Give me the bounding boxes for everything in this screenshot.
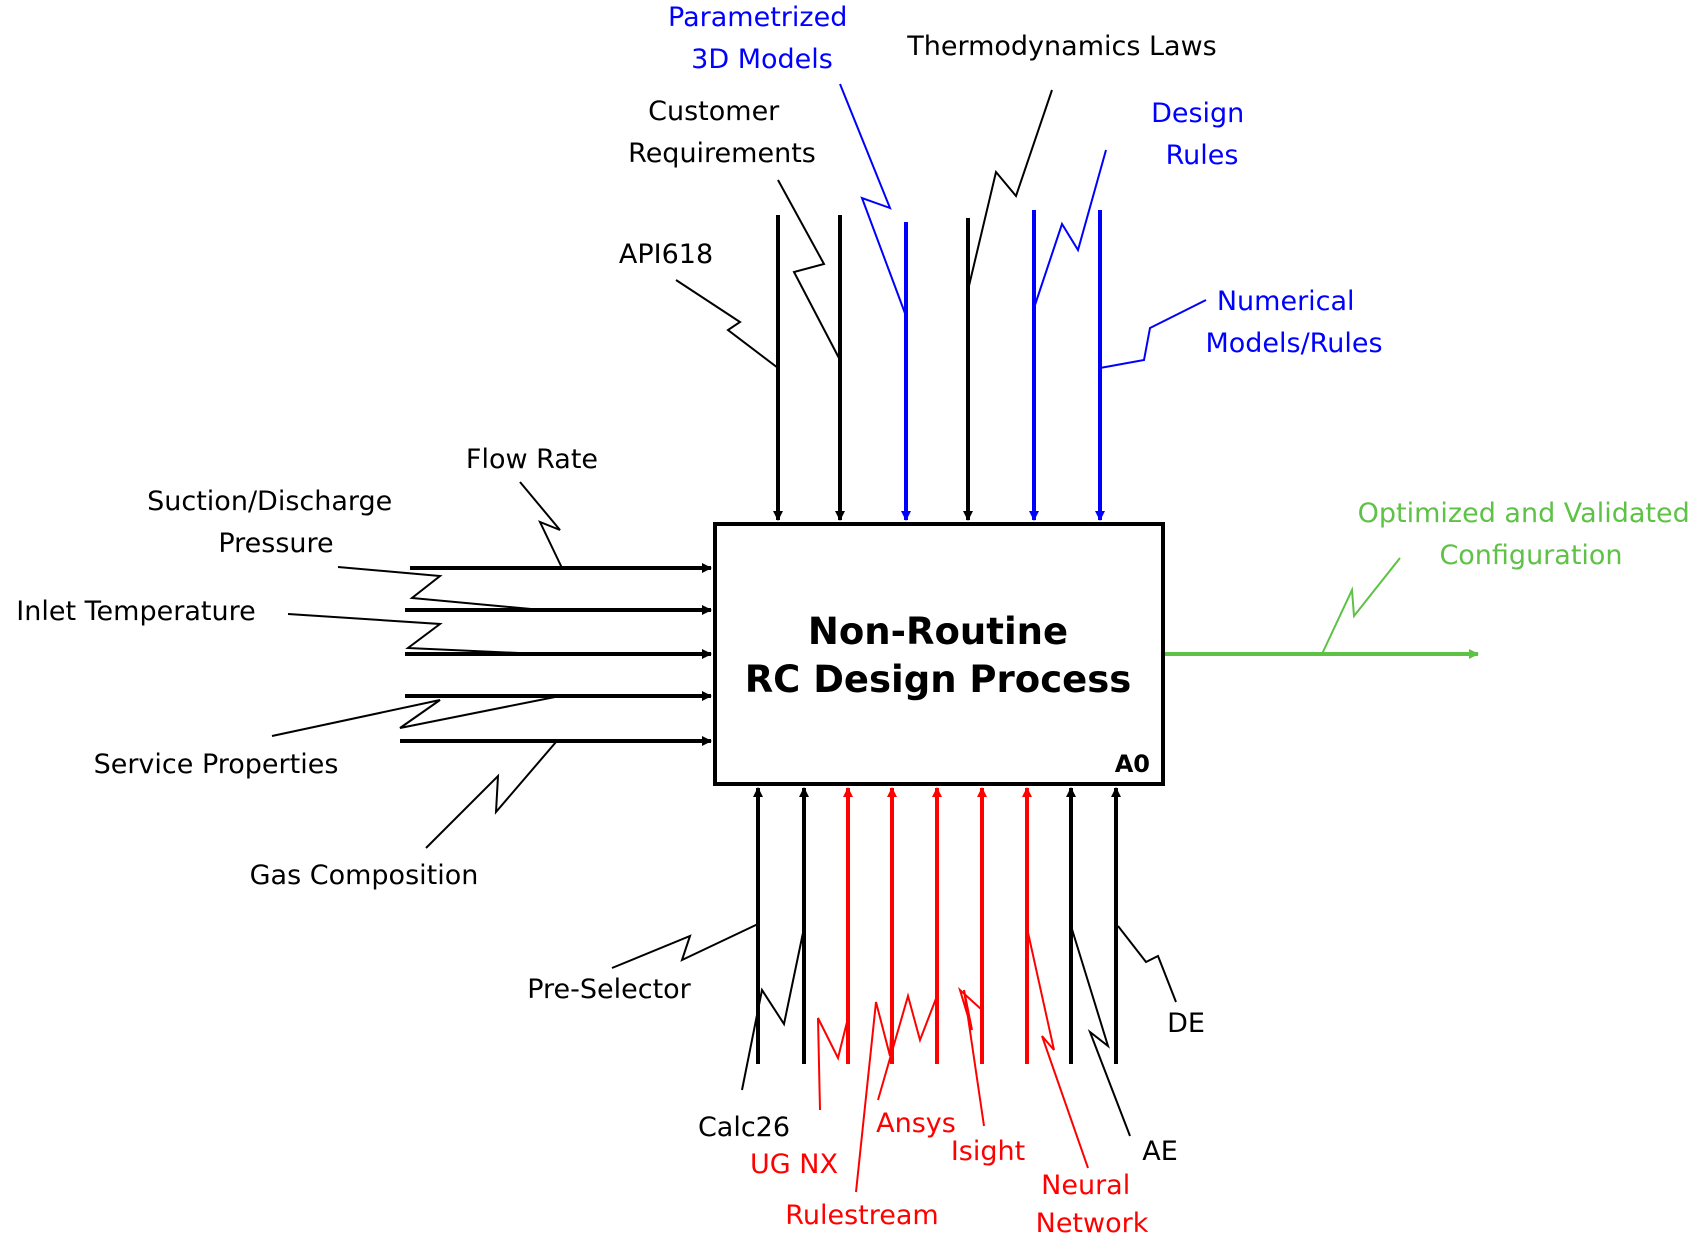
label-numerical-line2: Models/Rules	[1205, 328, 1382, 359]
label-service-properties: Service Properties	[94, 749, 339, 780]
squiggle-calc26	[741, 927, 805, 1091]
control-squiggles	[675, 83, 1207, 369]
label-parametrized-line1: Parametrized	[668, 2, 847, 33]
process-title-line2: RC Design Process	[745, 658, 1132, 701]
label-calc26: Calc26	[698, 1112, 790, 1143]
label-gas-composition: Gas Composition	[250, 860, 479, 891]
label-suction-line2: Pressure	[218, 528, 333, 559]
label-optimized-line2: Configuration	[1439, 540, 1622, 571]
label-design-line2: Rules	[1166, 140, 1239, 171]
mechanism-arrows	[753, 787, 1121, 1064]
label-customer-line1: Customer	[648, 96, 780, 127]
squiggle-parametrized-3d-models	[839, 83, 907, 317]
label-api618: API618	[619, 239, 713, 270]
squiggle-neural-network	[1026, 927, 1089, 1169]
squiggle-customer-requirements	[777, 179, 841, 361]
squiggle-design-rules	[1033, 149, 1107, 309]
label-ansys: Ansys	[876, 1108, 956, 1139]
label-design-line1: Design	[1151, 98, 1244, 129]
label-rulestream: Rulestream	[785, 1200, 938, 1231]
label-ae: AE	[1142, 1136, 1178, 1167]
squiggle-numerical-models-rules	[1099, 299, 1207, 369]
label-optimized-validated-configuration: Optimized and Validated Configuration	[1358, 498, 1699, 571]
process-box	[713, 522, 1165, 786]
control-arrows	[773, 210, 1105, 521]
label-pre-selector: Pre-Selector	[527, 974, 691, 1005]
squiggle-inlet-temperature	[287, 613, 541, 655]
squiggle-ug-nx	[817, 1017, 849, 1111]
mechanism-squiggles	[611, 923, 1177, 1193]
squiggle-pre-selector	[611, 923, 759, 969]
label-thermodynamics-laws: Thermodynamics Laws	[906, 31, 1216, 62]
label-neural-line1: Neural	[1041, 1170, 1130, 1201]
label-design-rules: Design Rules	[1151, 98, 1253, 171]
squiggle-flow-rate	[519, 481, 563, 569]
input-squiggles	[271, 481, 563, 849]
label-optimized-line1: Optimized and Validated	[1358, 498, 1690, 529]
label-suction-discharge-pressure: Suction/Discharge Pressure	[147, 486, 401, 559]
squiggle-suction-discharge-pressure	[337, 566, 543, 611]
label-neural-network: Neural Network	[1036, 1170, 1149, 1236]
label-numerical-models-rules: Numerical Models/Rules	[1205, 286, 1382, 359]
squiggle-service-properties	[271, 695, 561, 737]
squiggle-ansys	[877, 992, 938, 1101]
label-parametrized-line2: 3D Models	[691, 44, 833, 75]
input-arrows	[400, 563, 712, 746]
label-neural-line2: Network	[1036, 1208, 1149, 1236]
squiggle-rulestream	[855, 1001, 893, 1193]
squiggle-isight	[958, 986, 985, 1127]
squiggle-thermodynamics-laws	[967, 89, 1053, 291]
squiggle-de	[1117, 925, 1177, 1003]
label-inlet-temperature: Inlet Temperature	[16, 596, 255, 627]
label-numerical-line1: Numerical	[1217, 286, 1355, 317]
process-title-line1: Non-Routine	[808, 610, 1068, 653]
label-parametrized-3d-models: Parametrized 3D Models	[668, 2, 856, 75]
label-suction-line1: Suction/Discharge	[147, 486, 392, 517]
label-de: DE	[1167, 1008, 1205, 1039]
squiggle-api618	[675, 279, 779, 369]
squiggle-ae	[1070, 925, 1131, 1137]
label-customer-requirements: Customer Requirements	[628, 96, 816, 169]
process-node-id: A0	[1115, 750, 1150, 778]
label-customer-line2: Requirements	[628, 138, 816, 169]
squiggle-output	[1321, 557, 1401, 655]
label-flow-rate: Flow Rate	[466, 444, 598, 475]
label-ug-nx: UG NX	[750, 1149, 838, 1180]
label-isight: Isight	[951, 1136, 1025, 1167]
squiggle-gas-composition	[425, 741, 557, 849]
